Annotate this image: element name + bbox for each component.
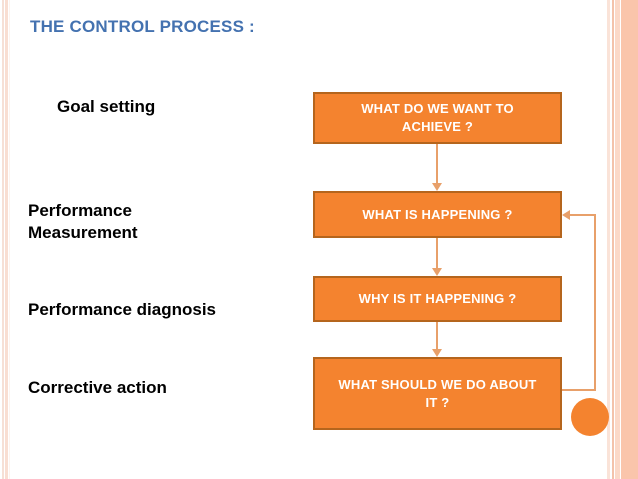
connector-box3-to-box4-arrowhead	[432, 349, 442, 357]
flow-box-why-is-it-happening[interactable]: WHY IS IT HAPPENING ?	[313, 276, 562, 322]
connector-box1-to-box2-arrowhead	[432, 183, 442, 191]
connector-box1-to-box2-line	[436, 144, 438, 184]
stage-label-performance-diagnosis: Performance diagnosis	[28, 300, 217, 319]
left-edge-stripe-1	[2, 0, 4, 479]
connector-box2-to-box3-line	[436, 238, 438, 269]
flow-box-what-do-we-want-to-achieve[interactable]: WHAT DO WE WANT TO ACHIEVE ?	[313, 92, 562, 144]
feedback-loop-vertical-segment	[594, 214, 596, 391]
stage-label-performance-measurement: Performance Measurement	[28, 201, 138, 242]
flow-box-what-is-happening[interactable]: WHAT IS HAPPENING ?	[313, 191, 562, 238]
left-edge-stripe-3	[9, 0, 10, 479]
feedback-loop-bottom-segment	[562, 389, 596, 391]
right-edge-stripe-1	[607, 0, 610, 479]
stage-label-corrective-action: Corrective action	[28, 378, 167, 397]
corner-circle-decoration	[571, 398, 609, 436]
slide-title: THE CONTROL PROCESS :	[30, 17, 255, 36]
right-edge-stripe-4	[621, 0, 638, 479]
connector-box2-to-box3-arrowhead	[432, 268, 442, 276]
left-edge-stripe-2	[5, 0, 8, 479]
stage-label-goal-setting: Goal setting	[57, 97, 156, 116]
right-edge-stripe-3	[615, 0, 620, 479]
flow-box-what-should-we-do-about-it[interactable]: WHAT SHOULD WE DO ABOUT IT ?	[313, 357, 562, 430]
feedback-loop-arrowhead	[562, 210, 570, 220]
feedback-loop-top-segment	[570, 214, 596, 216]
right-edge-stripe-2	[612, 0, 614, 479]
connector-box3-to-box4-line	[436, 322, 438, 350]
